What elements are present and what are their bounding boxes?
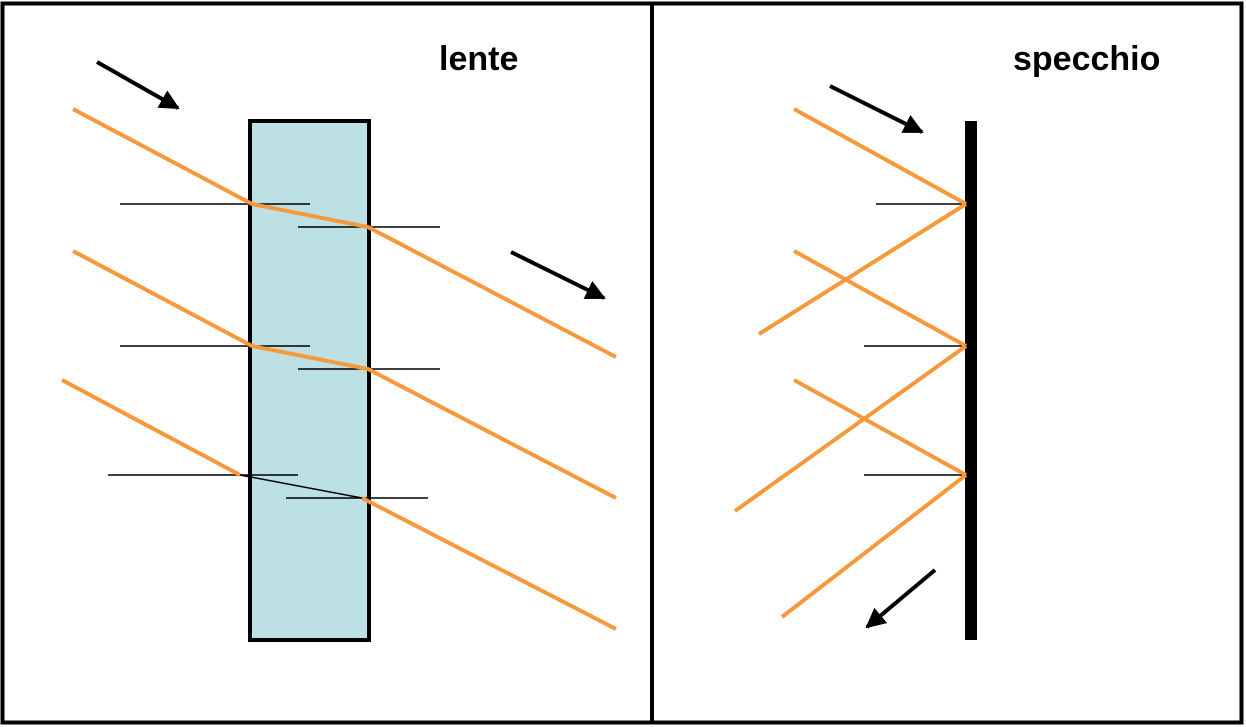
incident-ray-3 bbox=[793, 378, 967, 477]
lens-panel: lente bbox=[61, 40, 617, 642]
refracted-ray-2 bbox=[72, 249, 617, 500]
mirror-title: specchio bbox=[1013, 40, 1160, 78]
reflected-ray-2 bbox=[733, 344, 968, 513]
lens-block bbox=[248, 119, 371, 642]
mirror-surface bbox=[965, 121, 977, 640]
reflected-ray-3 bbox=[780, 473, 968, 619]
incident-ray-2 bbox=[793, 249, 967, 348]
mirror-panel: specchio bbox=[733, 40, 1160, 640]
refracted-ray-3-inside bbox=[239, 474, 363, 499]
refracted-ray-3-exit bbox=[361, 496, 617, 631]
incident-direction-arrow bbox=[829, 84, 924, 134]
refracted-ray-3 bbox=[61, 378, 241, 477]
lens-title: lente bbox=[439, 40, 518, 78]
reflected-direction-arrow bbox=[865, 568, 937, 629]
exit-direction-arrow bbox=[510, 250, 606, 300]
incident-ray-1 bbox=[793, 107, 967, 206]
reflected-ray-1 bbox=[757, 202, 968, 336]
incident-direction-arrow bbox=[96, 60, 180, 110]
refracted-ray-1 bbox=[72, 107, 617, 359]
